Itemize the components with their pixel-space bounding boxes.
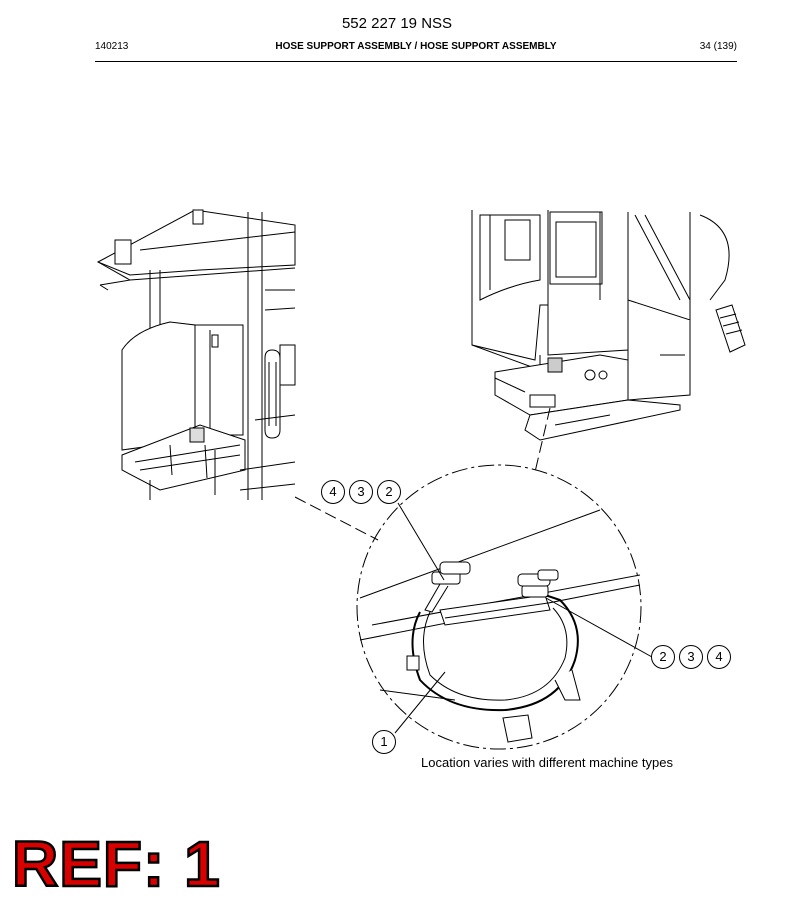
page-title: HOSE SUPPORT ASSEMBLY / HOSE SUPPORT ASS… — [275, 41, 557, 52]
right-machine-view — [471, 210, 746, 441]
callout-balloon: 4 — [321, 480, 345, 504]
document-code: 140213 — [95, 41, 129, 52]
callout-balloon: 2 — [651, 645, 675, 669]
document-number: 552 227 19 NSS — [341, 15, 453, 32]
ref-label: REF: 1 — [11, 828, 221, 900]
callout-balloon: 3 — [349, 480, 373, 504]
callout-balloon: 2 — [377, 480, 401, 504]
callout-balloon-item-1: 1 — [372, 730, 396, 754]
callout-balloon: 3 — [679, 645, 703, 669]
detail-view — [359, 509, 641, 743]
drawing-caption: Location varies with different machine t… — [421, 755, 673, 770]
callout-balloon: 4 — [707, 645, 731, 669]
left-machine-view — [96, 209, 296, 500]
page-number: 34 (139) — [699, 41, 737, 52]
header-divider — [95, 61, 737, 62]
